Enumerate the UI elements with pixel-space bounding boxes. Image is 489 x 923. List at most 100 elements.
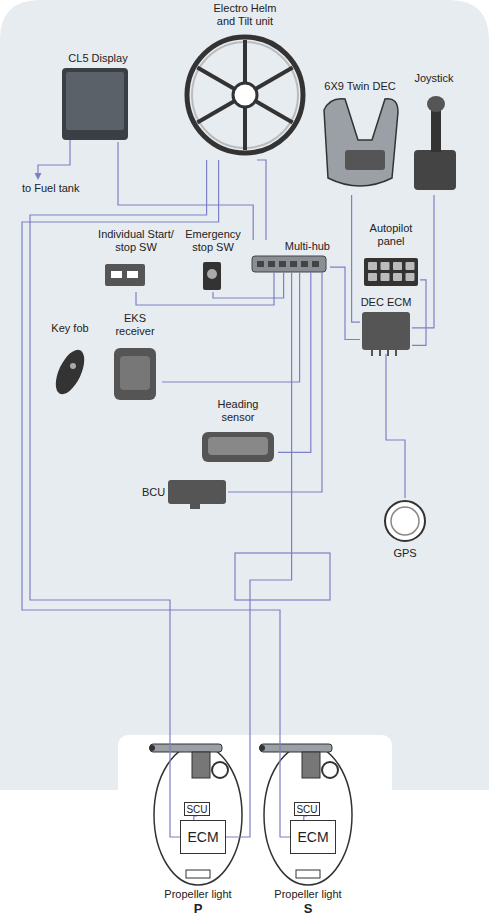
helm-spokes bbox=[197, 40, 292, 150]
panel-unit: Autopilot panel bbox=[362, 222, 420, 290]
spoke bbox=[255, 101, 292, 123]
hub-port bbox=[301, 261, 308, 267]
wire bbox=[30, 160, 207, 837]
wire bbox=[330, 267, 360, 339]
component-label: Individual Start/ stop SW bbox=[96, 228, 176, 254]
autopilot-button bbox=[406, 273, 415, 281]
propeller-light bbox=[296, 870, 320, 878]
throttle-unit: 6X9 Twin DEC bbox=[318, 80, 402, 195]
tilt-cylinder bbox=[150, 744, 222, 752]
autopilot-button bbox=[381, 262, 390, 270]
ecm-box: ECM bbox=[290, 820, 336, 854]
heading-sensor-face bbox=[208, 437, 268, 455]
engine-outline bbox=[264, 745, 352, 885]
spoke bbox=[197, 68, 234, 90]
hub-port bbox=[268, 261, 275, 267]
wire bbox=[412, 195, 434, 328]
emergency-knob bbox=[207, 269, 217, 279]
component-label: Autopilot panel bbox=[362, 222, 420, 248]
tilt-cylinder bbox=[260, 744, 332, 752]
wire bbox=[118, 142, 253, 240]
box-label: ECM bbox=[187, 829, 218, 845]
helm-wheel bbox=[187, 37, 303, 153]
steering-gear bbox=[322, 762, 338, 778]
key-fob-body bbox=[50, 346, 90, 399]
dec-ecm-pins bbox=[372, 350, 396, 356]
component-label: Emergency stop SW bbox=[182, 228, 244, 254]
joystick-unit: Joystick bbox=[408, 72, 460, 195]
autopilot-button bbox=[368, 262, 377, 270]
box-label: SCU bbox=[186, 804, 207, 815]
component-label: 6X9 Twin DEC bbox=[324, 80, 395, 93]
side-label: P bbox=[194, 901, 203, 916]
component-label: BCU bbox=[142, 486, 165, 499]
component-label: Heading sensor bbox=[208, 398, 268, 424]
hub-ports bbox=[257, 261, 319, 267]
multi-hub-body bbox=[252, 256, 326, 272]
fuel-wire bbox=[38, 140, 70, 176]
component-label: Electro Helm and Tilt unit bbox=[205, 2, 285, 28]
component-label: Joystick bbox=[414, 72, 453, 85]
wire bbox=[386, 354, 405, 498]
wire bbox=[228, 272, 322, 492]
switch-key bbox=[127, 271, 138, 278]
heading-sensor-body bbox=[202, 432, 274, 462]
component-label: Propeller light bbox=[164, 888, 231, 901]
gps-ring bbox=[391, 507, 419, 535]
component-label: DEC ECM bbox=[361, 296, 412, 309]
steering-gear bbox=[212, 762, 228, 778]
spoke bbox=[197, 101, 234, 123]
wire bbox=[278, 272, 311, 452]
outboard-engine: Propeller lightSSCUECM bbox=[253, 736, 363, 916]
component-label: EKS receiver bbox=[108, 312, 162, 338]
emergency-switch bbox=[203, 262, 221, 290]
gps-body bbox=[385, 501, 425, 541]
scu-box: SCU bbox=[294, 802, 320, 816]
autopilot-buttons bbox=[368, 262, 415, 281]
engine-outline bbox=[154, 745, 242, 885]
dec-ecm-body bbox=[362, 312, 410, 350]
eks-face bbox=[120, 356, 150, 390]
component-label: CL5 Display bbox=[68, 52, 127, 65]
wire bbox=[352, 195, 360, 322]
switch-unit: Emergency stop SW bbox=[182, 228, 244, 292]
gps-unit: GPS bbox=[383, 498, 427, 560]
wire bbox=[257, 160, 266, 240]
steering-unit bbox=[192, 752, 210, 778]
hub-unit: Multi-hub bbox=[250, 240, 330, 272]
autopilot-button bbox=[368, 273, 377, 281]
display-unit: CL5 Display bbox=[58, 52, 138, 142]
hub-port bbox=[257, 261, 264, 267]
steering-unit bbox=[302, 752, 320, 778]
outboard-engine: Propeller lightP SCU ECM bbox=[143, 736, 253, 916]
hub-port bbox=[312, 261, 319, 267]
autopilot-button bbox=[406, 262, 415, 270]
sensor-unit: Heading sensor bbox=[198, 398, 278, 466]
hub-port bbox=[279, 261, 286, 267]
side-label: S bbox=[304, 901, 313, 916]
switch-key bbox=[111, 271, 122, 278]
hull bbox=[0, 0, 489, 790]
throttle-body bbox=[324, 99, 398, 186]
box-label: SCU bbox=[296, 804, 317, 815]
wire bbox=[213, 272, 284, 298]
hub-port bbox=[290, 261, 297, 267]
receiver-unit: EKS receiver bbox=[108, 312, 162, 412]
autopilot-body bbox=[364, 258, 418, 286]
wire bbox=[162, 272, 300, 382]
wire bbox=[226, 272, 292, 837]
wire bbox=[136, 272, 274, 305]
key-fob-unit: Key fob bbox=[44, 322, 96, 400]
display-body bbox=[62, 68, 128, 140]
propeller-light bbox=[186, 870, 210, 878]
fuel-arrowhead bbox=[35, 173, 42, 180]
wire bbox=[412, 280, 426, 346]
component-label: GPS bbox=[393, 547, 416, 560]
junction-box bbox=[235, 553, 330, 600]
switch-unit: Individual Start/ stop SW bbox=[92, 228, 180, 292]
autopilot-button bbox=[381, 273, 390, 281]
note-label: to Fuel tank bbox=[22, 182, 79, 195]
eks-body bbox=[114, 348, 156, 400]
bcu-plug bbox=[190, 504, 200, 509]
